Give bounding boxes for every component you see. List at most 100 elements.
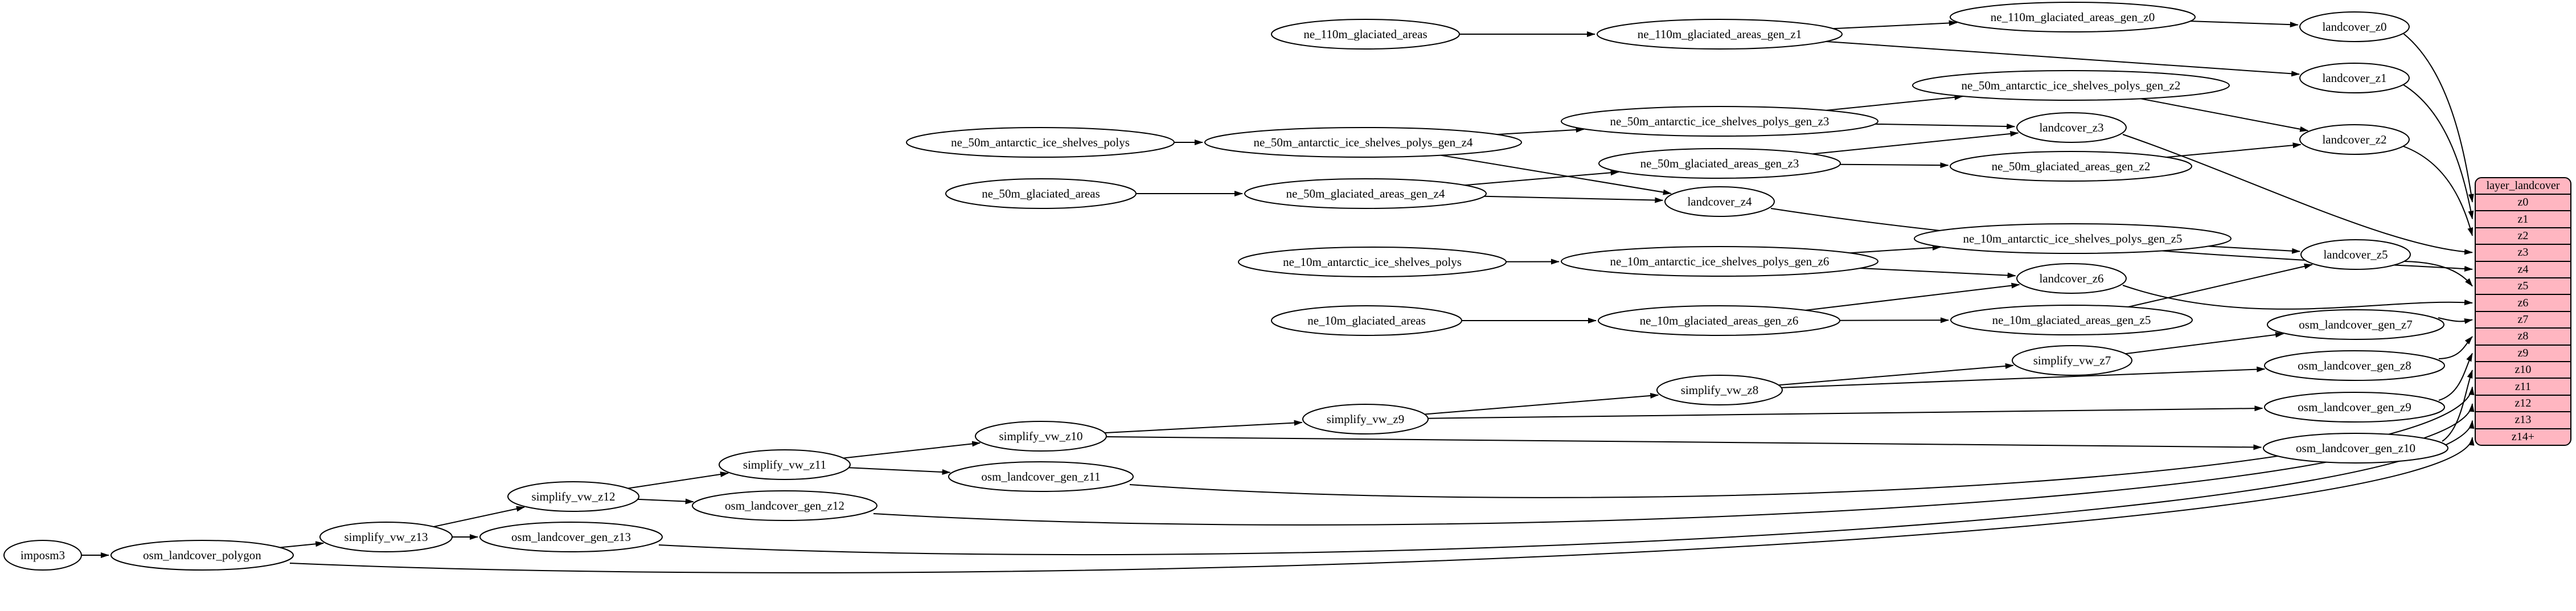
table-row-z10: z10 — [2476, 361, 2570, 378]
node-ne_10m_glaciated_areas: ne_10m_glaciated_areas — [1271, 305, 1462, 336]
edge-landcover_z6-to-row-z6 — [2122, 285, 2473, 310]
node-ne_50m_glaciated_areas_gen_z4: ne_50m_glaciated_areas_gen_z4 — [1244, 178, 1487, 209]
edge-ne_50m_antarctic_ice_shelves_polys_gen_z3-to-ne_50m_antarctic_ice_shelves_polys_gen_z2 — [1826, 94, 1963, 111]
node-osm_landcover_gen_z9-label: osm_landcover_gen_z9 — [2298, 400, 2411, 414]
edge-osm_landcover_gen_z13-to-row-z13 — [658, 420, 2475, 556]
node-ne_10m_antarctic_ice_shelves_polys_gen_z6: ne_10m_antarctic_ice_shelves_polys_gen_z… — [1561, 246, 1878, 277]
node-ne_10m_glaciated_areas_gen_z5-shape — [1950, 305, 2193, 335]
node-ne_50m_glaciated_areas_gen_z3-label: ne_50m_glaciated_areas_gen_z3 — [1640, 157, 1799, 170]
node-osm_landcover_gen_z13-label: osm_landcover_gen_z13 — [511, 530, 631, 544]
node-simplify_vw_z12-label: simplify_vw_z12 — [532, 490, 616, 503]
node-ne_50m_glaciated_areas_gen_z3: ne_50m_glaciated_areas_gen_z3 — [1598, 148, 1841, 179]
edge-simplify_vw_z9-to-osm_landcover_gen_z9 — [1428, 405, 2263, 419]
edge-ne_50m_antarctic_ice_shelves_polys_gen_z4-to-landcover_z4 — [1441, 154, 1672, 195]
node-ne_50m_glaciated_areas_gen_z2-shape — [1950, 151, 2192, 182]
edge-simplify_vw_z10-to-osm_landcover_gen_z10 — [1106, 436, 2262, 450]
edge-ne_10m_antarctic_ice_shelves_polys_gen_z5-to-landcover_z5 — [2208, 245, 2301, 254]
node-landcover_z3-label: landcover_z3 — [2039, 121, 2103, 134]
node-landcover_z1-shape — [2299, 63, 2410, 93]
node-ne_10m_antarctic_ice_shelves_polys_gen_z6-label: ne_10m_antarctic_ice_shelves_polys_gen_z… — [1610, 255, 1830, 268]
table-row-z6: z6 — [2476, 294, 2570, 310]
edge-simplify_vw_z7-to-osm_landcover_gen_z7 — [2125, 331, 2284, 355]
table-row-z8: z8 — [2476, 327, 2570, 344]
node-ne_10m_antarctic_ice_shelves_polys: ne_10m_antarctic_ice_shelves_polys — [1238, 247, 1507, 277]
node-landcover_z6: landcover_z6 — [2016, 263, 2127, 294]
edge-ne_10m_antarctic_ice_shelves_polys_gen_z6-to-landcover_z6 — [1860, 268, 2016, 278]
node-simplify_vw_z9-label: simplify_vw_z9 — [1327, 412, 1405, 426]
node-ne_10m_antarctic_ice_shelves_polys-label: ne_10m_antarctic_ice_shelves_polys — [1283, 255, 1462, 269]
node-ne_50m_glaciated_areas_gen_z4-shape — [1244, 178, 1487, 209]
node-ne_10m_antarctic_ice_shelves_polys_gen_z5: ne_10m_antarctic_ice_shelves_polys_gen_z… — [1914, 223, 2232, 254]
node-osm_landcover_polygon-shape — [110, 540, 294, 571]
table-row-z7: z7 — [2476, 310, 2570, 327]
node-landcover_z6-shape — [2016, 263, 2127, 294]
node-imposm3: imposm3 — [3, 540, 82, 571]
edge-simplify_vw_z8-to-osm_landcover_gen_z8 — [1781, 366, 2266, 388]
node-osm_landcover_gen_z11: osm_landcover_gen_z11 — [948, 461, 1134, 492]
node-simplify_vw_z8-label: simplify_vw_z8 — [1681, 383, 1759, 397]
node-osm_landcover_gen_z8: osm_landcover_gen_z8 — [2264, 350, 2445, 381]
node-ne_10m_antarctic_ice_shelves_polys_gen_z5-shape — [1914, 223, 2232, 254]
node-osm_landcover_polygon-label: osm_landcover_polygon — [143, 548, 261, 562]
node-simplify_vw_z8-shape — [1656, 375, 1783, 405]
node-ne_10m_glaciated_areas-shape — [1271, 305, 1462, 336]
table-row-z3: z3 — [2476, 244, 2570, 260]
edge-osm_landcover_polygon-to-row-z14+ — [289, 437, 2475, 573]
node-simplify_vw_z7-shape — [2012, 345, 2132, 376]
node-ne_110m_glaciated_areas: ne_110m_glaciated_areas — [1271, 19, 1460, 50]
edge-osm_landcover_polygon-to-simplify_vw_z13 — [280, 541, 325, 548]
node-ne_10m_antarctic_ice_shelves_polys_gen_z6-shape — [1561, 246, 1878, 277]
node-simplify_vw_z13-label: simplify_vw_z13 — [344, 530, 428, 544]
node-ne_110m_glaciated_areas_gen_z0: ne_110m_glaciated_areas_gen_z0 — [1950, 2, 2196, 32]
edge-simplify_vw_z12-to-simplify_vw_z11 — [627, 471, 729, 489]
node-landcover_z2-label: landcover_z2 — [2322, 133, 2386, 146]
node-landcover_z4: landcover_z4 — [1664, 186, 1775, 217]
node-simplify_vw_z13-shape — [319, 522, 453, 552]
node-osm_landcover_gen_z10-shape — [2263, 433, 2448, 464]
edge-simplify_vw_z8-to-simplify_vw_z7 — [1778, 363, 2014, 386]
node-osm_landcover_gen_z12-shape — [692, 490, 877, 521]
edge-simplify_vw_z13-to-simplify_vw_z12 — [433, 506, 525, 527]
node-ne_110m_glaciated_areas_gen_z0-shape — [1950, 2, 2196, 32]
edge-osm_landcover_gen_z9-to-row-z9 — [2438, 352, 2473, 401]
node-simplify_vw_z12: simplify_vw_z12 — [507, 481, 639, 512]
node-ne_50m_antarctic_ice_shelves_polys_gen_z4-shape — [1204, 127, 1522, 158]
table-row-z4: z4 — [2476, 260, 2570, 277]
edge-ne_50m_antarctic_ice_shelves_polys_gen_z2-to-landcover_z2 — [2140, 98, 2309, 132]
node-simplify_vw_z9-shape — [1302, 404, 1429, 434]
node-simplify_vw_z10: simplify_vw_z10 — [975, 421, 1107, 452]
node-landcover_z1-label: landcover_z1 — [2322, 71, 2386, 85]
node-landcover_z0-label: landcover_z0 — [2322, 20, 2386, 34]
node-ne_50m_antarctic_ice_shelves_polys-label: ne_50m_antarctic_ice_shelves_polys — [951, 136, 1130, 149]
edge-ne_10m_glaciated_areas_gen_z5-to-landcover_z5 — [2128, 263, 2313, 307]
node-ne_50m_antarctic_ice_shelves_polys_gen_z3-shape — [1561, 106, 1878, 137]
node-simplify_vw_z11: simplify_vw_z11 — [719, 449, 851, 480]
node-osm_landcover_gen_z8-label: osm_landcover_gen_z8 — [2298, 359, 2411, 372]
node-landcover_z5-shape — [2300, 239, 2411, 270]
node-ne_50m_antarctic_ice_shelves_polys_gen_z4: ne_50m_antarctic_ice_shelves_polys_gen_z… — [1204, 127, 1522, 158]
node-osm_landcover_gen_z10: osm_landcover_gen_z10 — [2263, 433, 2448, 464]
edge-ne_50m_glaciated_areas_gen_z4-to-landcover_z4 — [1484, 195, 1664, 203]
node-ne_110m_glaciated_areas_gen_z1-label: ne_110m_glaciated_areas_gen_z1 — [1638, 27, 1802, 41]
node-ne_50m_glaciated_areas_gen_z4-label: ne_50m_glaciated_areas_gen_z4 — [1286, 187, 1445, 200]
node-landcover_z1: landcover_z1 — [2299, 63, 2410, 93]
node-imposm3-shape — [3, 540, 82, 571]
edge-landcover_z0-to-row-z0 — [2403, 33, 2474, 203]
edge-landcover_z3-to-row-z3 — [2122, 134, 2473, 255]
node-landcover_z2-shape — [2299, 124, 2410, 155]
node-landcover_z3-shape — [2016, 112, 2127, 143]
node-osm_landcover_gen_z11-label: osm_landcover_gen_z11 — [981, 470, 1100, 483]
node-landcover_z5-label: landcover_z5 — [2323, 248, 2388, 261]
edge-ne_50m_glaciated_areas_gen_z3-to-ne_50m_glaciated_areas_gen_z2 — [1840, 162, 1949, 169]
node-simplify_vw_z11-shape — [719, 449, 851, 480]
node-ne_10m_glaciated_areas_gen_z6-shape — [1598, 305, 1840, 336]
node-simplify_vw_z9: simplify_vw_z9 — [1302, 404, 1429, 434]
node-landcover_z0: landcover_z0 — [2299, 11, 2410, 42]
edge-simplify_vw_z12-to-osm_landcover_gen_z12 — [637, 498, 694, 505]
edge-ne_50m_glaciated_areas_gen_z3-to-landcover_z3 — [1812, 130, 2019, 155]
table-row-z11: z11 — [2476, 378, 2570, 394]
edge-ne_50m_antarctic_ice_shelves_polys_gen_z4-to-ne_50m_antarctic_ice_shelves_polys_gen_z3 — [1496, 126, 1585, 136]
node-ne_50m_antarctic_ice_shelves_polys_gen_z4-label: ne_50m_antarctic_ice_shelves_polys_gen_z… — [1254, 136, 1473, 149]
